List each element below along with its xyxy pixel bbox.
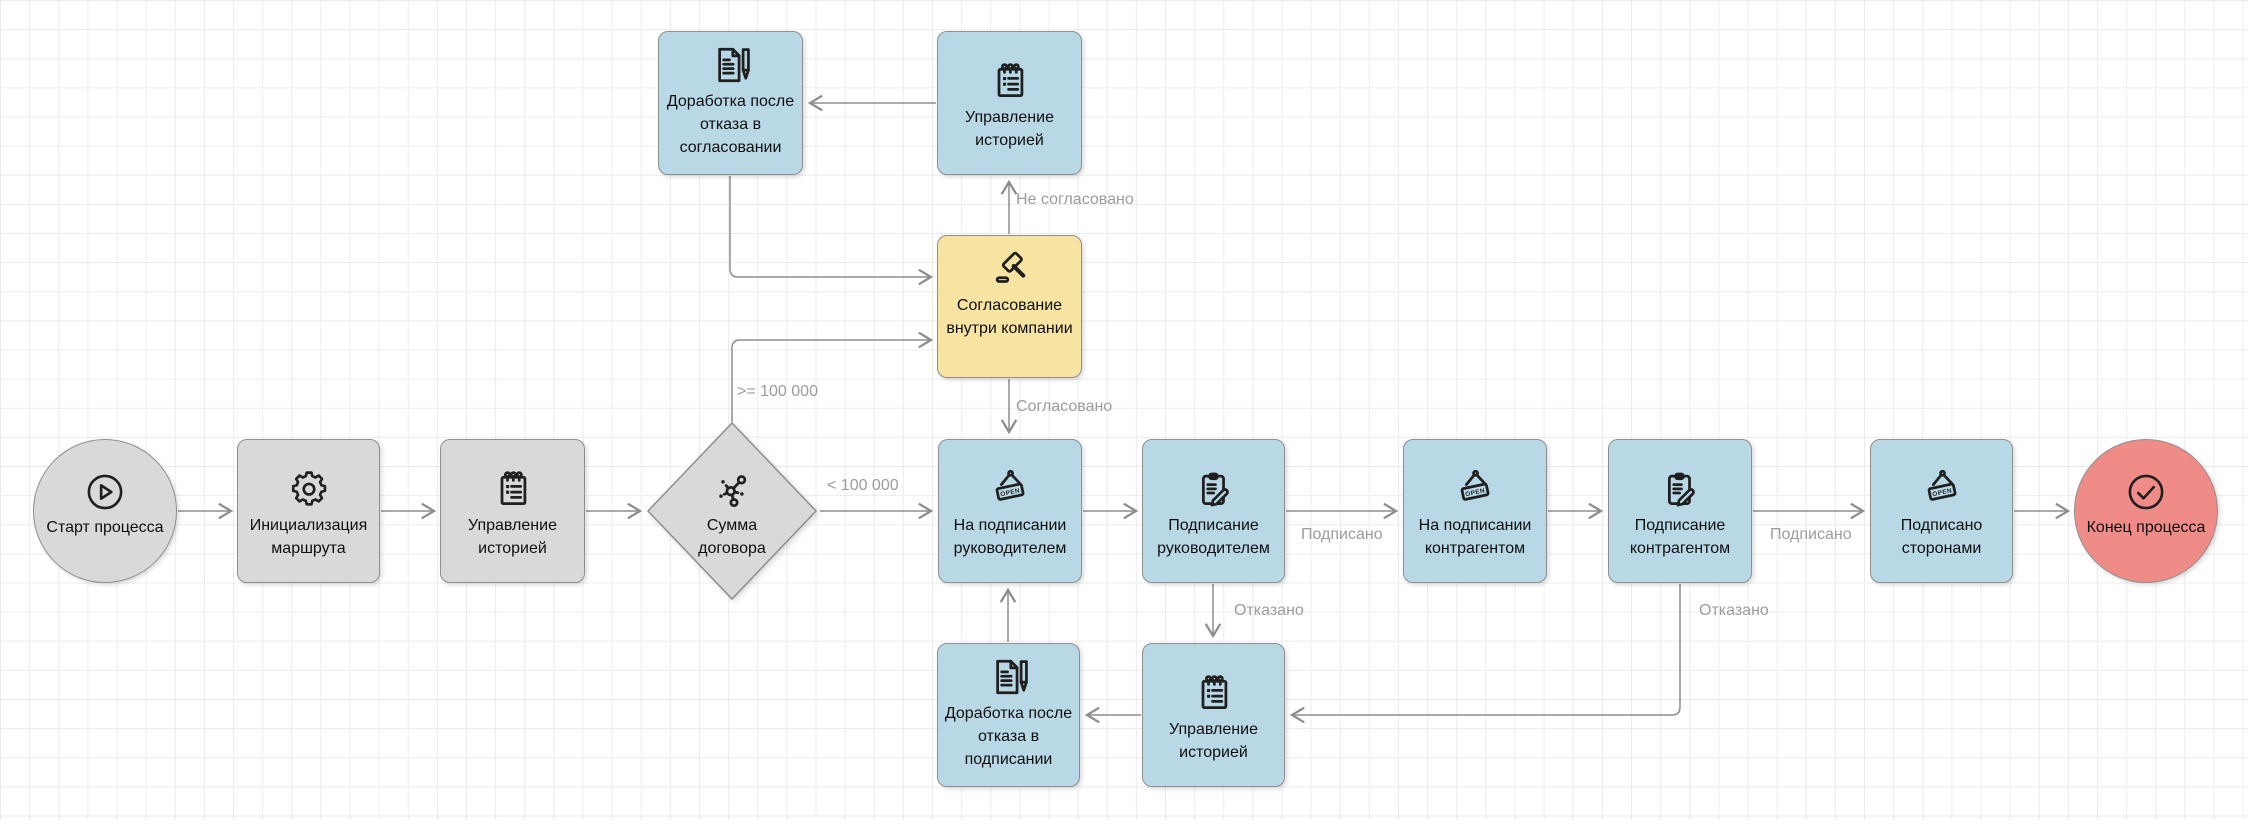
node-label: На подписании контрагентом [1418, 517, 1532, 557]
edge-label-not-agreed: Не согласовано [1016, 191, 1134, 208]
node-label: Управление историей [965, 109, 1054, 149]
node-label: Старт процесса [46, 519, 164, 536]
node-label: Подписано сторонами [1900, 517, 1983, 557]
gavel-icon [995, 251, 1025, 283]
node-start[interactable]: Старт процесса [33, 439, 177, 583]
open-sign-icon: OPEN [995, 469, 1025, 501]
clipboard-pencil-icon [1201, 472, 1229, 507]
edge-label-lt-100000: < 100 000 [827, 477, 899, 494]
check-icon [2128, 474, 2164, 510]
edge-label-ge-100000: >= 100 000 [737, 383, 818, 400]
edge-signing-counter-rejected[interactable] [1289, 584, 1681, 724]
edge-label-signed-2: Подписано [1770, 526, 1852, 543]
notebook-icon [500, 471, 526, 506]
edge-label-agreed: Согласовано [1016, 398, 1113, 415]
node-counterparty-signing[interactable]: Подписание контрагентом [1608, 439, 1752, 583]
gear-icon [291, 471, 326, 506]
node-label: Управление историей [468, 517, 557, 557]
edge-label-signed-1: Подписано [1301, 526, 1383, 543]
node-head-signing[interactable]: Подписание руководителем [1142, 439, 1285, 583]
node-rework-after-signing-reject[interactable]: Доработка после отказа в подписании [937, 643, 1080, 787]
node-label: Подписание руководителем [1157, 517, 1270, 557]
node-history-management[interactable]: Управление историей [440, 439, 585, 583]
node-signed-by-parties[interactable]: OPEN Подписано сторонами [1870, 439, 2013, 583]
network-icon [719, 474, 747, 507]
svg-text:OPEN: OPEN [1465, 487, 1486, 498]
node-history-management-bottom[interactable]: Управление историей [1142, 643, 1285, 787]
node-label: Подписание контрагентом [1629, 517, 1731, 557]
node-internal-approval[interactable]: Согласование внутри компании [937, 235, 1082, 378]
node-label: Согласование внутри компании [946, 297, 1073, 337]
node-end[interactable]: Конец процесса [2074, 439, 2218, 583]
edge-label-rejected-1: Отказано [1234, 602, 1304, 619]
notebook-icon [997, 63, 1023, 98]
open-sign-icon: OPEN [1927, 469, 1956, 501]
node-label: Доработка после отказа в согласовании [666, 93, 795, 156]
notebook-icon [1201, 675, 1227, 710]
svg-text:OPEN: OPEN [1000, 487, 1021, 498]
edge-gateway-to-approval[interactable] [731, 331, 934, 422]
node-history-management-top[interactable]: Управление историей [937, 31, 1082, 175]
node-contract-amount-gateway[interactable]: Сумма договора [646, 421, 818, 601]
node-rework-after-approval-reject[interactable]: Доработка после отказа в согласовании [658, 31, 803, 175]
node-waiting-head-signature[interactable]: OPEN На подписании руководителем [938, 439, 1082, 583]
diamond-shape [646, 421, 818, 601]
node-label: Инициализация маршрута [249, 517, 368, 557]
node-label: Конец процесса [2086, 519, 2206, 536]
node-waiting-counterparty-signature[interactable]: OPEN На подписании контрагентом [1403, 439, 1547, 583]
edge-label-rejected-2: Отказано [1699, 602, 1769, 619]
node-label: Сумма договора [698, 516, 766, 557]
node-label: Управление историей [1169, 721, 1258, 761]
node-label: На подписании руководителем [953, 517, 1067, 557]
svg-text:OPEN: OPEN [1931, 487, 1952, 498]
node-label: Доработка после отказа в подписании [944, 705, 1073, 768]
edge-rework-approval-to-approval[interactable] [729, 176, 934, 286]
clipboard-pencil-icon [1667, 472, 1695, 507]
play-icon [87, 474, 123, 510]
document-pen-icon [717, 47, 750, 83]
node-init-route[interactable]: Инициализация маршрута [237, 439, 380, 583]
open-sign-icon: OPEN [1460, 469, 1490, 501]
document-pen-icon [995, 659, 1028, 695]
